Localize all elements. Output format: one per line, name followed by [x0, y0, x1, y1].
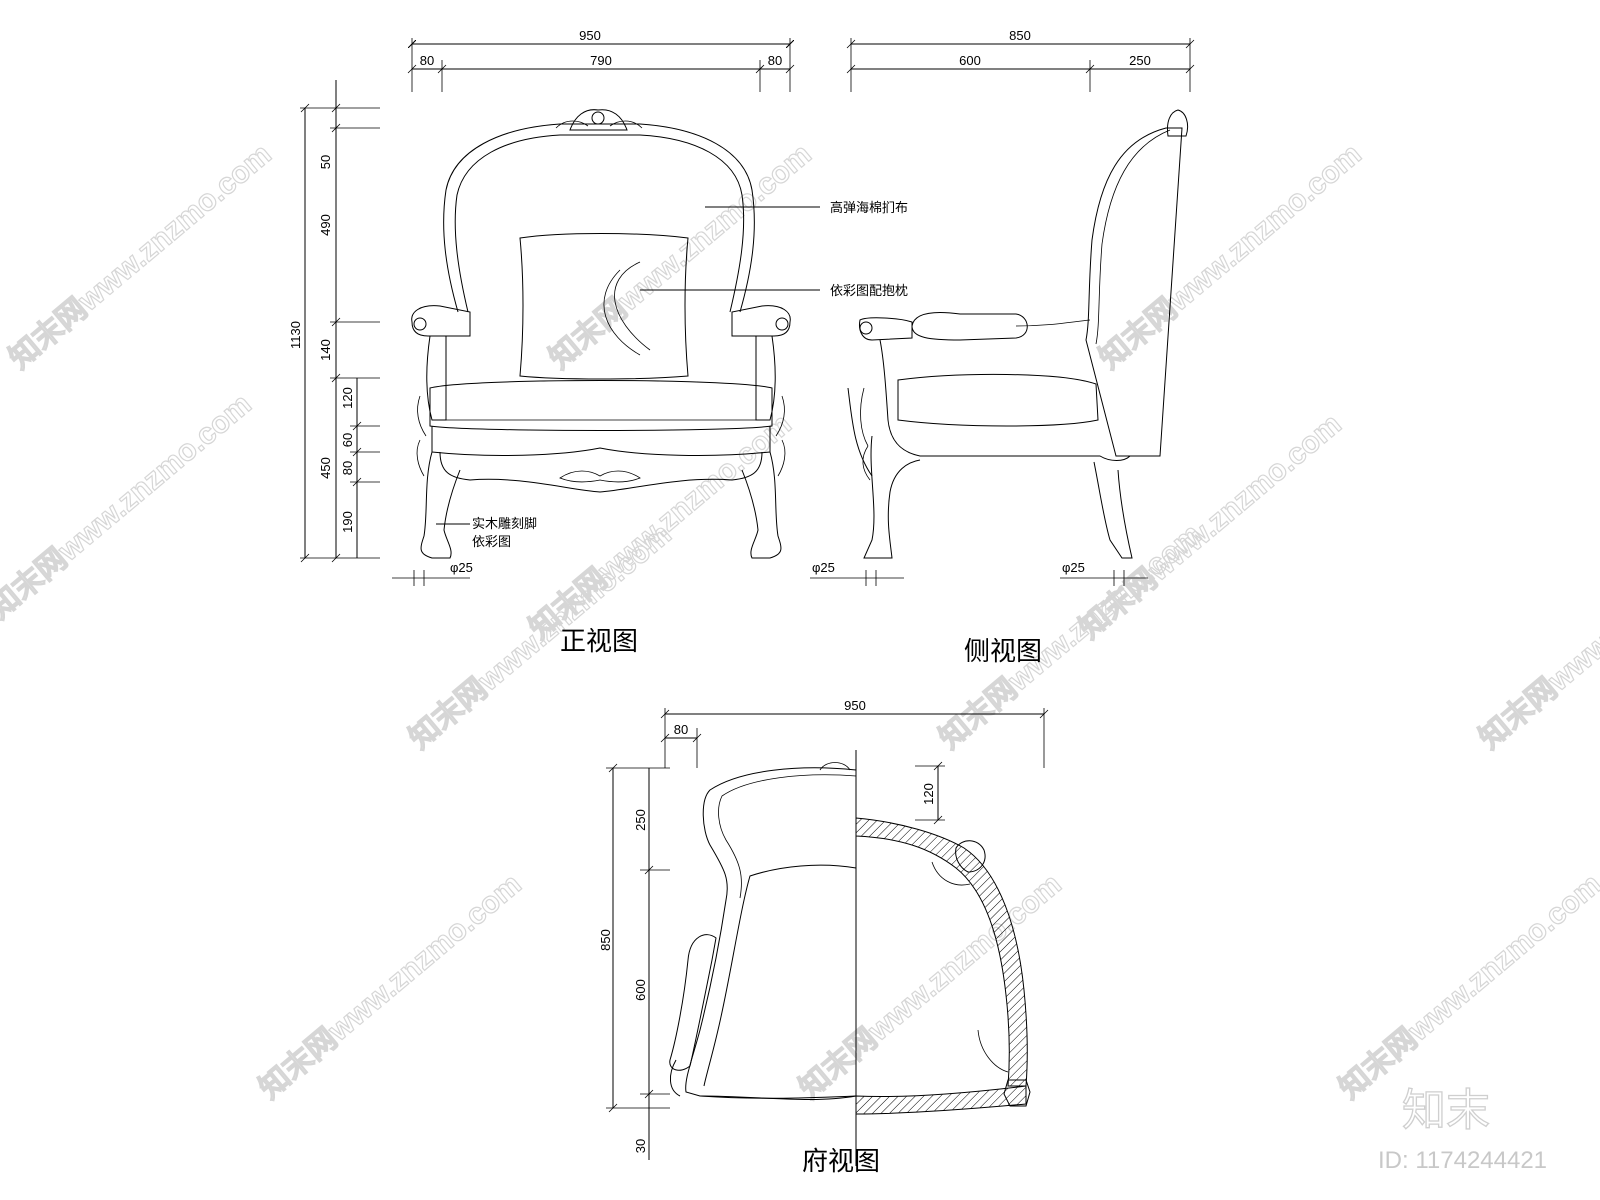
note-fabric: 高弹海棉扪布 [830, 200, 908, 216]
dim-rail: 60 [340, 433, 355, 447]
watermark-text: 知末网www.znzmo.com [1473, 518, 1600, 756]
watermark-layer: 知末网www.znzmo.com 知末网www.znzmo.com 知末网www… [0, 137, 1600, 1174]
front-view-title: 正视图 [560, 627, 638, 657]
dim-cushion: 120 [340, 387, 355, 409]
dim-crest: 50 [318, 155, 333, 169]
dim-depth-front: 600 [959, 53, 981, 68]
watermark-text: 知末网www.znzmo.com [543, 138, 817, 376]
dim-top-depth: 850 [598, 929, 613, 951]
watermark-text: 知末网www.znzmo.com [3, 138, 277, 376]
top-view-title: 府视图 [802, 1147, 880, 1177]
watermark-text: 知末网www.znzmo.com [253, 868, 527, 1106]
watermark-text: 知末网www.znzmo.com [1333, 868, 1600, 1106]
note-pillow: 依彩图配抱枕 [830, 283, 908, 299]
front-view: 950 80 790 80 1130 50 490 140 450 120 60… [288, 28, 908, 657]
dim-top-crest: 120 [921, 783, 936, 805]
dim-leg-diameter-front: φ25 [812, 560, 835, 575]
dim-seat-height: 450 [318, 457, 333, 479]
side-view-title: 侧视图 [964, 637, 1042, 667]
front-chair-drawing [411, 109, 791, 559]
watermark-text: 知末网www.znzmo.com [0, 388, 258, 626]
dim-top-front: 30 [633, 1139, 648, 1153]
top-view: 950 80 850 250 600 30 120 [598, 698, 1049, 1177]
dim-apron: 80 [340, 461, 355, 475]
top-plan-outline [669, 762, 857, 1101]
dim-width-total: 950 [579, 28, 601, 43]
dim-top-width: 950 [844, 698, 866, 713]
dim-arm: 140 [318, 339, 333, 361]
dim-leg-diameter: φ25 [450, 560, 473, 575]
dim-arm-right: 80 [768, 53, 782, 68]
image-id: ID: 1174244421 [1378, 1147, 1547, 1174]
dim-total-height: 1130 [288, 321, 303, 349]
dim-inner-width: 790 [590, 53, 612, 68]
dim-top-back: 250 [633, 809, 648, 831]
dim-top-arm: 80 [674, 722, 688, 737]
top-plan-section [855, 817, 1031, 1115]
note-leg-color: 依彩图 [472, 535, 511, 550]
brand-logo: 知末 [1402, 1085, 1490, 1136]
dim-leg: 190 [340, 511, 355, 533]
side-view: 850 600 250 φ25 φ25 [810, 28, 1195, 667]
dim-depth-total: 850 [1009, 28, 1031, 43]
side-chair-drawing [847, 109, 1189, 559]
note-leg-carving: 实木雕刻脚 [472, 516, 537, 532]
dim-top-seat: 600 [633, 979, 648, 1001]
dim-back: 490 [318, 214, 333, 236]
dim-arm-left: 80 [420, 53, 434, 68]
dim-leg-diameter-back: φ25 [1062, 560, 1085, 575]
dim-depth-back: 250 [1129, 53, 1151, 68]
watermark-text: 知末网www.znzmo.com [1093, 138, 1367, 376]
